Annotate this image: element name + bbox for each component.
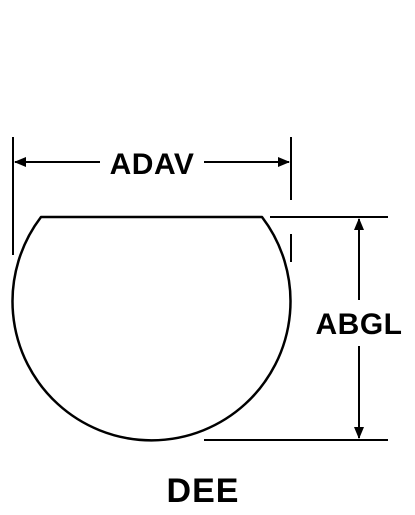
height-dimension-label: ABGL (316, 308, 403, 341)
shape-name-label: DEE (167, 472, 240, 510)
dee-shape-outline (11, 215, 292, 442)
width-dimension-label: ADAV (110, 148, 195, 181)
